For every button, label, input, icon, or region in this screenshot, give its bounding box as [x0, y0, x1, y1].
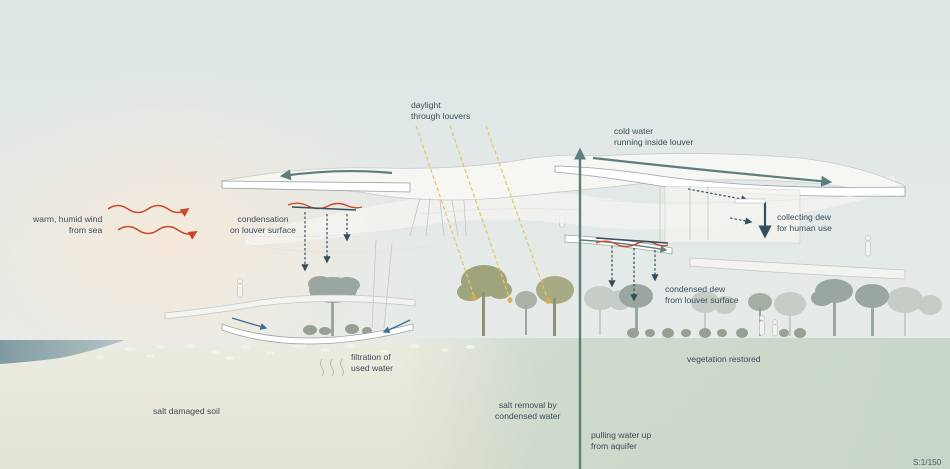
- right-flow-arrow: [592, 156, 833, 187]
- condensation-lines: [291, 206, 669, 244]
- bowl-flow-left: [231, 317, 268, 330]
- sea: [0, 340, 125, 364]
- canopy-ribs: [244, 193, 881, 253]
- right-lower-tier: [689, 257, 906, 280]
- dew-arrows: [301, 188, 753, 302]
- label-wind: warm, humid wind from sea: [33, 214, 103, 235]
- trees: [308, 265, 889, 336]
- condensation-waves: [287, 202, 669, 377]
- canopy-back: [245, 176, 895, 246]
- cold-water-flow: [231, 156, 833, 334]
- restored-ground: [400, 338, 950, 469]
- light-spots: [471, 295, 551, 304]
- sun-glow: [0, 70, 430, 410]
- label-cold-water: cold water running inside louver: [614, 126, 694, 147]
- shrubs: [303, 324, 806, 338]
- bowl: [221, 323, 414, 345]
- collect-tank: [734, 198, 766, 204]
- scale-label: S:1/150: [913, 458, 942, 467]
- wind-arrows: [107, 204, 198, 240]
- distant-trees: [584, 286, 942, 336]
- lower-tier: [164, 294, 416, 320]
- louver-canopy: [164, 153, 906, 345]
- left-flow-arrow: [279, 169, 393, 181]
- label-vegetation: vegetation restored: [687, 354, 761, 364]
- label-salt-removal: salt removal by condensed water: [495, 400, 561, 421]
- right-wing: [554, 165, 906, 197]
- label-salt-soil: salt damaged soil: [153, 406, 220, 416]
- bowl-flow-right: [382, 319, 411, 334]
- label-daylight: daylight through louvers: [411, 100, 471, 121]
- soil-texture: [95, 344, 475, 360]
- label-collecting-dew: collecting dew for human use: [777, 212, 832, 233]
- label-condensation: condensation on louver surface: [230, 214, 296, 235]
- daylight-rays: [415, 125, 549, 301]
- label-pulling-water: pulling water up from aquifer: [591, 430, 652, 451]
- canopy-columns: [371, 186, 709, 329]
- middle-flow-arrow: [579, 239, 668, 253]
- label-condensed-dew: condensed dew from louver surface: [665, 284, 739, 305]
- label-filtration: filtration of used water: [351, 352, 394, 373]
- left-wing: [221, 180, 411, 193]
